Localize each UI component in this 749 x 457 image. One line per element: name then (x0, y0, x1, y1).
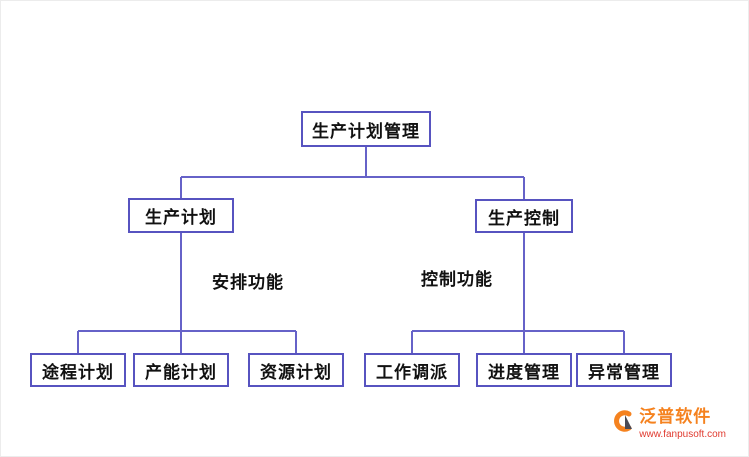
node-work-dispatch: 工作调派 (364, 353, 460, 387)
node-exception-management: 异常管理 (576, 353, 672, 387)
node-resource-plan: 资源计划 (248, 353, 344, 387)
watermark-brand: 泛普软件 (639, 407, 712, 427)
watermark-url: www.fanpusoft.com (639, 429, 726, 440)
node-capacity-plan: 产能计划 (133, 353, 229, 387)
node-production-control: 生产控制 (475, 199, 573, 233)
node-production-plan: 生产计划 (128, 198, 234, 233)
node-routing-plan: 途程计划 (30, 353, 126, 387)
edge-label-arrange-function: 安排功能 (212, 273, 284, 292)
fanpu-logo-icon (611, 409, 635, 433)
edge-label-control-function: 控制功能 (421, 270, 493, 289)
node-production-plan-management: 生产计划管理 (301, 111, 431, 147)
node-progress-management: 进度管理 (476, 353, 572, 387)
watermark-text: 泛普软件 www.fanpusoft.com (639, 408, 726, 440)
watermark: 泛普软件 www.fanpusoft.com (611, 408, 726, 440)
